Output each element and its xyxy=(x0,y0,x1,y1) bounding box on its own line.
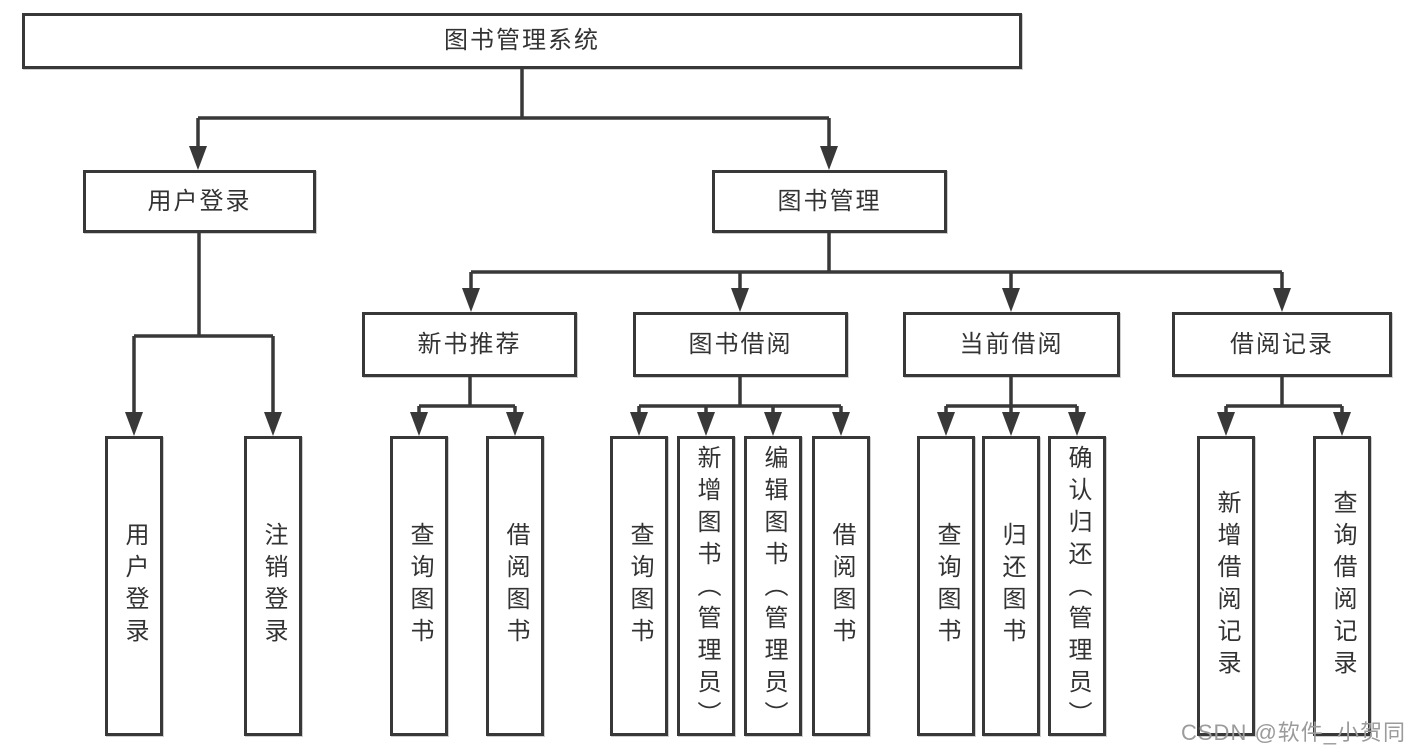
node-user-login: 用户登录 xyxy=(83,170,316,233)
leaf-user-login: 用户登录 xyxy=(105,436,163,736)
csdn-watermark: CSDN @软件_小贺同学 xyxy=(1181,720,1405,745)
leaf-confirm-return-admin: 确认归还（管理员） xyxy=(1048,436,1106,736)
leaf-return-books: 归还图书 xyxy=(982,436,1040,736)
leaf-borrow-books-borrowing: 借阅图书 xyxy=(812,436,870,736)
leaf-query-borrow-record: 查询借阅记录 xyxy=(1313,436,1371,736)
leaf-query-books-borrowing: 查询图书 xyxy=(610,436,668,736)
node-book-borrowing: 图书借阅 xyxy=(633,312,848,377)
node-borrowing-records: 借阅记录 xyxy=(1172,312,1392,377)
leaf-query-books-recommend: 查询图书 xyxy=(390,436,448,736)
node-book-management: 图书管理 xyxy=(712,170,947,233)
node-library-management-system: 图书管理系统 xyxy=(22,13,1022,69)
node-new-book-recommendation: 新书推荐 xyxy=(362,312,577,377)
tree-edges xyxy=(132,69,1344,420)
leaf-add-borrow-record: 新增借阅记录 xyxy=(1197,436,1255,736)
leaf-edit-books-admin: 编辑图书（管理员） xyxy=(744,436,802,736)
node-current-borrowing: 当前借阅 xyxy=(903,312,1120,377)
leaf-add-books-admin: 新增图书（管理员） xyxy=(677,436,735,736)
leaf-logout-login: 注销登录 xyxy=(244,436,302,736)
leaf-borrow-books-recommend: 借阅图书 xyxy=(486,436,544,736)
arrowheads xyxy=(125,146,1351,436)
leaf-query-books-current: 查询图书 xyxy=(917,436,975,736)
